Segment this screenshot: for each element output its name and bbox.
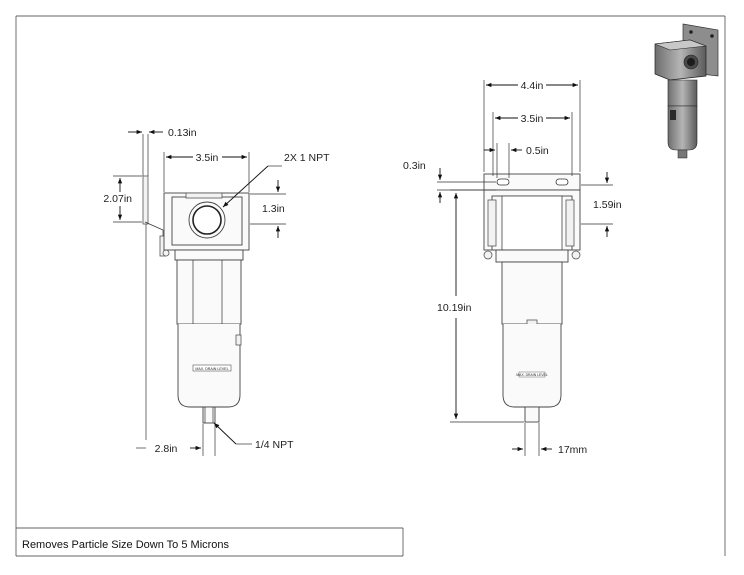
footer-description: Removes Particle Size Down To 5 Microns [22,539,230,551]
front-bowl-label: MAX. DRAIN LEVEL [195,367,228,371]
side-head [483,189,581,263]
dim-bracket-thickness: 0.13in [128,127,197,176]
dim-bracket-thickness-label: 0.13in [168,127,197,139]
front-head [162,192,250,261]
dim-bracket-height-label: 2.07in [103,193,132,205]
front-bracket [142,175,167,257]
dim-slot-offset: 0.3in [403,160,496,203]
leader-port-size: 2X 1 NPT [222,152,330,208]
leader-drain-port: 1/4 NPT [213,422,294,451]
dim-slot-offset-label: 0.3in [403,160,426,172]
dim-port-height-label: 1.3in [262,203,285,215]
leader-port-size-label: 2X 1 NPT [284,152,330,164]
dim-body-width-label: 3.5in [196,152,219,164]
side-bowl: MAX. DRAIN LEVEL [501,261,563,423]
dim-bracket-height: 2.07in [103,175,142,223]
side-bowl-label: MAX. DRAIN LEVEL [516,373,547,377]
dim-overall-width-label: 2.8in [155,443,178,455]
dim-drain-size: 17mm [512,423,587,456]
dim-overall-width: 2.8in [136,224,216,456]
isometric-product-image [654,23,719,159]
dim-bracket-width: 4.4in [483,80,581,172]
dim-overall-height-label: 10.19in [437,302,472,314]
dim-bracket-width-label: 4.4in [521,80,544,92]
dim-slot-width: 0.5in [484,143,549,178]
leader-drain-port-label: 1/4 NPT [255,439,294,451]
dim-drain-size-label: 17mm [558,444,587,456]
dim-slot-width-label: 0.5in [526,145,549,157]
front-view: MAX. DRAIN LEVEL 0.13in 3.5in 2X 1 NPT [103,127,330,456]
side-bracket [483,173,581,191]
dim-hole-spacing: 3.5in [492,112,573,176]
dim-slot-height-label: 1.59in [593,199,622,211]
side-view: MAX. DRAIN LEVEL 4.4in 3.5in 0.5in [403,80,622,456]
dim-port-height: 1.3in [250,180,286,238]
dim-slot-height: 1.59in [581,172,622,237]
dim-hole-spacing-label: 3.5in [521,113,544,125]
front-bowl: MAX. DRAIN LEVEL [176,259,242,424]
dim-body-width: 3.5in [163,152,250,192]
dim-overall-height: 10.19in [437,189,524,423]
drawing-frame [15,15,726,557]
